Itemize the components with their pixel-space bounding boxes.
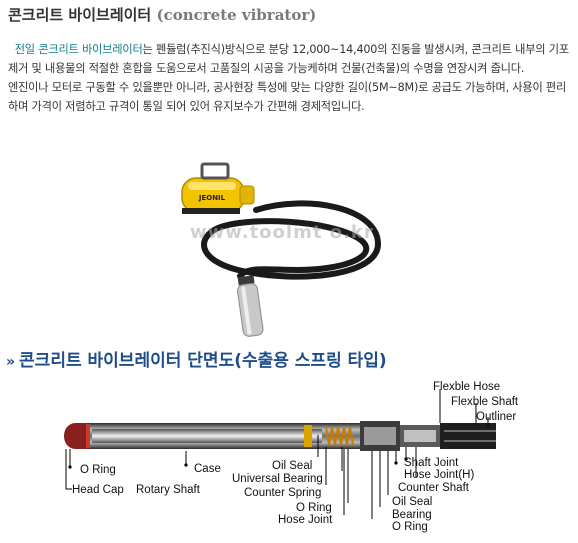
label-hose-joint: Hose Joint [278, 514, 333, 526]
label-outliner: Outliner [476, 411, 517, 423]
cross-section-drawing [64, 389, 496, 519]
title-english: (concrete vibrator) [156, 6, 317, 24]
vibrator-product-image: JEONIL [181, 162, 382, 337]
watermark-text: www.toolmt o.kr [190, 222, 374, 243]
label-flexble-shaft: Flexble Shaft [451, 396, 519, 408]
label-o-ring-right: O Ring [392, 521, 428, 533]
label-universal-bearing: Universal Bearing [232, 473, 323, 485]
section-arrow-icon: » [6, 354, 16, 370]
section-title: 콘크리트 바이브레이터 단면도(수출용 스프링 타입) [19, 351, 387, 371]
intro-line-2: 엔진이나 모터로 구동할 수 있을뿐만 아니라, 공사현장 특성에 맞는 다양한… [8, 81, 567, 113]
label-counter-spring: Counter Spring [244, 487, 322, 499]
intro-brand: 전일 콘크리트 바이브레이터 [14, 43, 143, 56]
label-shaft-joint: Shaft Joint [404, 457, 459, 469]
cross-section-diagram: Flexble Hose Flexble Shaft Outliner O Ri… [0, 375, 578, 539]
label-oil-seal-2: Oil Seal [392, 496, 433, 508]
page-title: 콘크리트 바이브레이터 (concrete vibrator) [8, 4, 316, 25]
intro-paragraph: 전일 콘크리트 바이브레이터는 펜듈럼(추진식)방식으로 분당 12,000~1… [8, 40, 572, 116]
label-head-cap: Head Cap [72, 484, 124, 496]
label-case: Case [194, 463, 221, 475]
label-o-ring-left: O Ring [80, 464, 116, 476]
intro-text-1: 는 펜듈럼(추진식)방식으로 분당 12,000~14,400의 진동을 발생시… [8, 43, 569, 75]
label-counter-shaft: Counter Shaft [398, 482, 469, 494]
section-heading: »콘크리트 바이브레이터 단면도(수출용 스프링 타입) [6, 346, 387, 371]
label-oil-seal-1: Oil Seal [272, 460, 313, 472]
title-korean: 콘크리트 바이브레이터 [8, 6, 152, 24]
label-o-ring-mid: O Ring [296, 502, 332, 514]
product-brand-label: JEONIL [198, 194, 226, 202]
label-bearing: Bearing [392, 509, 432, 521]
intro-line-1: 전일 콘크리트 바이브레이터는 펜듈럼(추진식)방식으로 분당 12,000~1… [8, 40, 572, 78]
label-hose-joint-h: Hose Joint(H) [404, 469, 475, 481]
label-rotary-shaft: Rotary Shaft [136, 484, 200, 496]
label-flexble-hose: Flexble Hose [433, 381, 501, 393]
